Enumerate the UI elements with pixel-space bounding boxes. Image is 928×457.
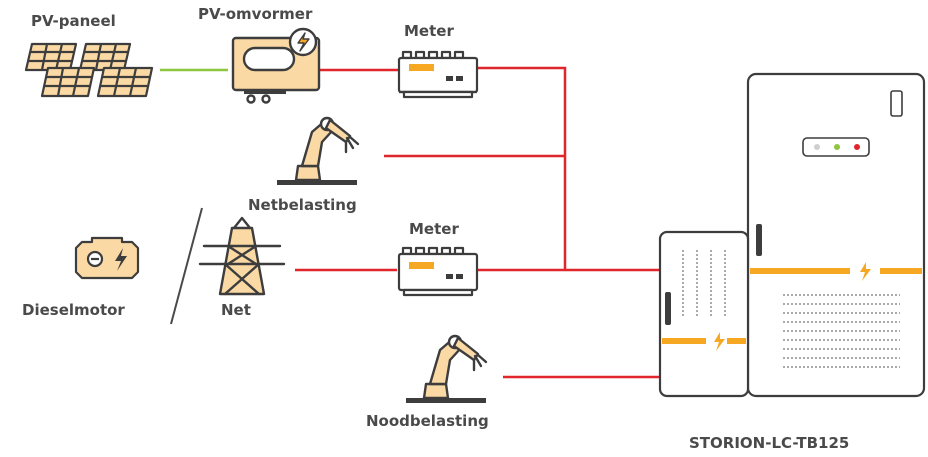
pv-panel-label: PV-paneel xyxy=(31,12,116,30)
electric-meter-icon xyxy=(397,50,479,99)
meter-top-label: Meter xyxy=(404,22,454,40)
transmission-tower-icon xyxy=(198,216,286,296)
robot-arm-icon xyxy=(406,334,488,403)
solar-panel-icon xyxy=(24,42,154,98)
grid-label: Net xyxy=(221,301,251,319)
pv-inverter-label: PV-omvormer xyxy=(198,5,313,23)
meter-bottom-label: Meter xyxy=(409,220,459,238)
ac-line-meter-to-bus xyxy=(478,66,567,270)
battery-cabinet-icon xyxy=(658,72,926,398)
product-label: STORION-LC-TB125 xyxy=(689,434,850,452)
inverter-icon xyxy=(231,27,321,104)
diesel-generator-icon xyxy=(74,236,140,280)
robot-arm-icon xyxy=(277,116,360,185)
electric-meter-icon xyxy=(397,246,479,297)
connection-lines xyxy=(160,66,660,379)
diesel-label: Dieselmotor xyxy=(22,301,125,319)
divider xyxy=(170,207,203,325)
backup-load-label: Noodbelasting xyxy=(366,412,489,430)
grid-load-label: Netbelasting xyxy=(248,196,357,214)
